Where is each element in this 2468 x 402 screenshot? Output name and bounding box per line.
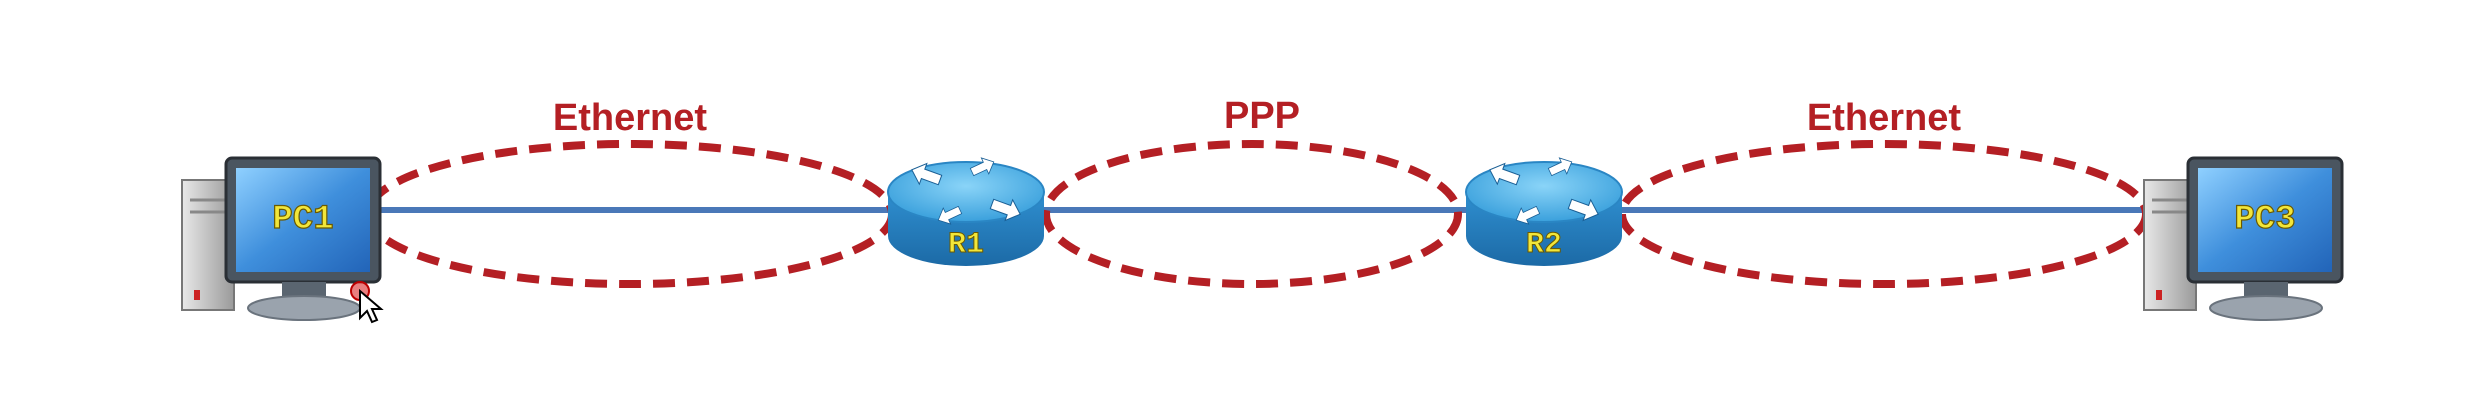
r1-label: R1: [948, 228, 984, 262]
pc3-label: PC3: [2234, 201, 2295, 239]
r2-label: R2: [1526, 228, 1562, 262]
pc1-label: PC1: [272, 201, 333, 239]
router-icon: [887, 153, 1045, 266]
mouse-pointer-icon: [350, 281, 384, 324]
desktop-pc-icon: [181, 156, 382, 321]
segment-label-ethernet-left: Ethernet: [553, 97, 707, 139]
segment-ellipses: [364, 140, 2150, 288]
r1-router[interactable]: R1: [887, 153, 1045, 266]
pc1-device[interactable]: PC1: [181, 156, 382, 321]
ppp-segment-ellipse: [1042, 140, 1462, 288]
r2-router[interactable]: R2: [1465, 153, 1623, 266]
segment-label-ethernet-right: Ethernet: [1807, 97, 1961, 139]
ethernet-segment-2-ellipse: [1618, 140, 2150, 288]
router-icon: [1465, 153, 1623, 266]
segment-label-ppp: PPP: [1224, 95, 1300, 137]
ethernet-segment-1-ellipse: [364, 140, 896, 288]
pc3-device[interactable]: PC3: [2143, 156, 2344, 321]
desktop-pc-icon: [2143, 156, 2344, 321]
